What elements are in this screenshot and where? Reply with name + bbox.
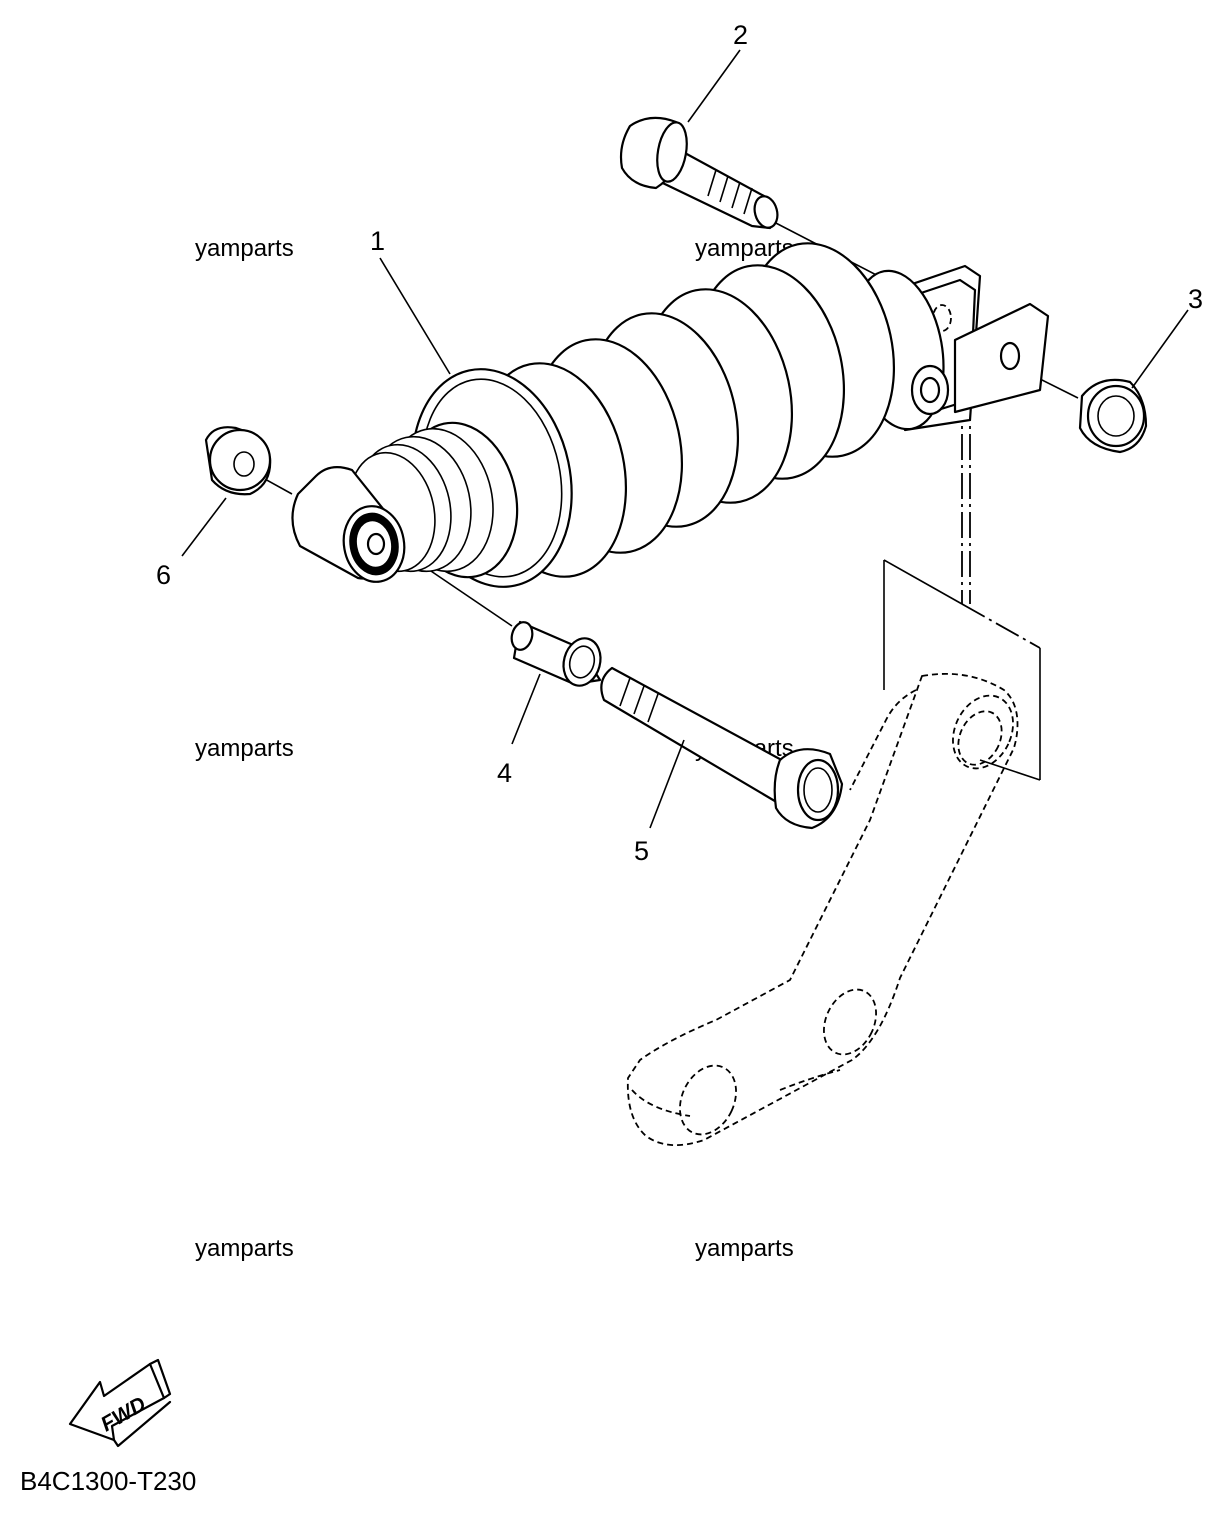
bolt-lower — [600, 666, 844, 830]
bolt-upper — [619, 116, 779, 230]
watermark-top-left: yamparts — [195, 235, 294, 262]
callout-6: 6 — [156, 560, 171, 590]
leader-lines — [181, 49, 1189, 829]
callout-3: 3 — [1188, 284, 1203, 314]
rear-shock-absorber — [291, 242, 950, 588]
callout-labels: 1 2 3 4 5 6 — [156, 20, 1203, 866]
callout-1: 1 — [370, 226, 385, 256]
callout-4: 4 — [497, 758, 512, 788]
collar — [510, 620, 602, 687]
callout-2: 2 — [733, 20, 748, 50]
nut-upper — [1078, 378, 1148, 454]
watermark-bottom-left: yamparts — [195, 1235, 294, 1262]
diagram-code: B4C1300-T230 — [20, 1466, 196, 1496]
nut-lower — [204, 426, 272, 496]
watermark-bottom-right: yamparts — [695, 1235, 794, 1262]
watermark-mid-left: yamparts — [195, 735, 294, 762]
forward-arrow: FWD — [68, 1358, 172, 1448]
callout-5: 5 — [634, 836, 649, 866]
relay-arm-phantom — [626, 673, 1019, 1146]
